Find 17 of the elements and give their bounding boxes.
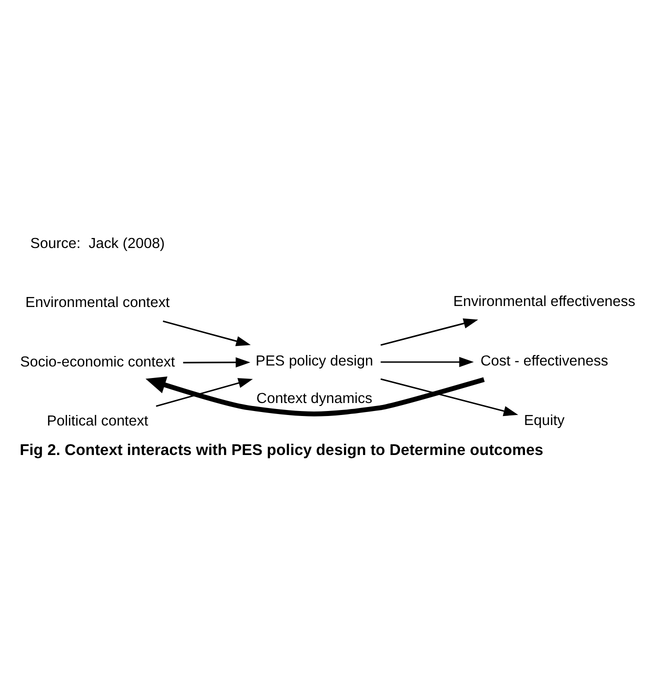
caption: Fig 2. Context interacts with PES policy design to Determine outcomes — [20, 442, 544, 460]
node-text: Political context — [46, 414, 148, 430]
node-text: Environmental context — [25, 295, 170, 312]
arrow — [380, 356, 474, 368]
node-text: Environmental effectiveness — [453, 294, 636, 310]
node-text: Socio-economic context — [20, 354, 175, 370]
arrow — [380, 318, 478, 346]
arrow — [156, 378, 253, 407]
arrow — [380, 378, 518, 416]
label: Source: Jack (2008) — [30, 236, 165, 252]
arrow — [146, 376, 485, 416]
node-text: Cost - effectiveness — [480, 353, 608, 370]
arrow — [183, 357, 250, 368]
node-text: Equity — [524, 412, 565, 429]
edge-label: Context dynamics — [256, 390, 372, 407]
arrow — [162, 320, 251, 346]
node-text: PES policy design — [256, 353, 374, 370]
